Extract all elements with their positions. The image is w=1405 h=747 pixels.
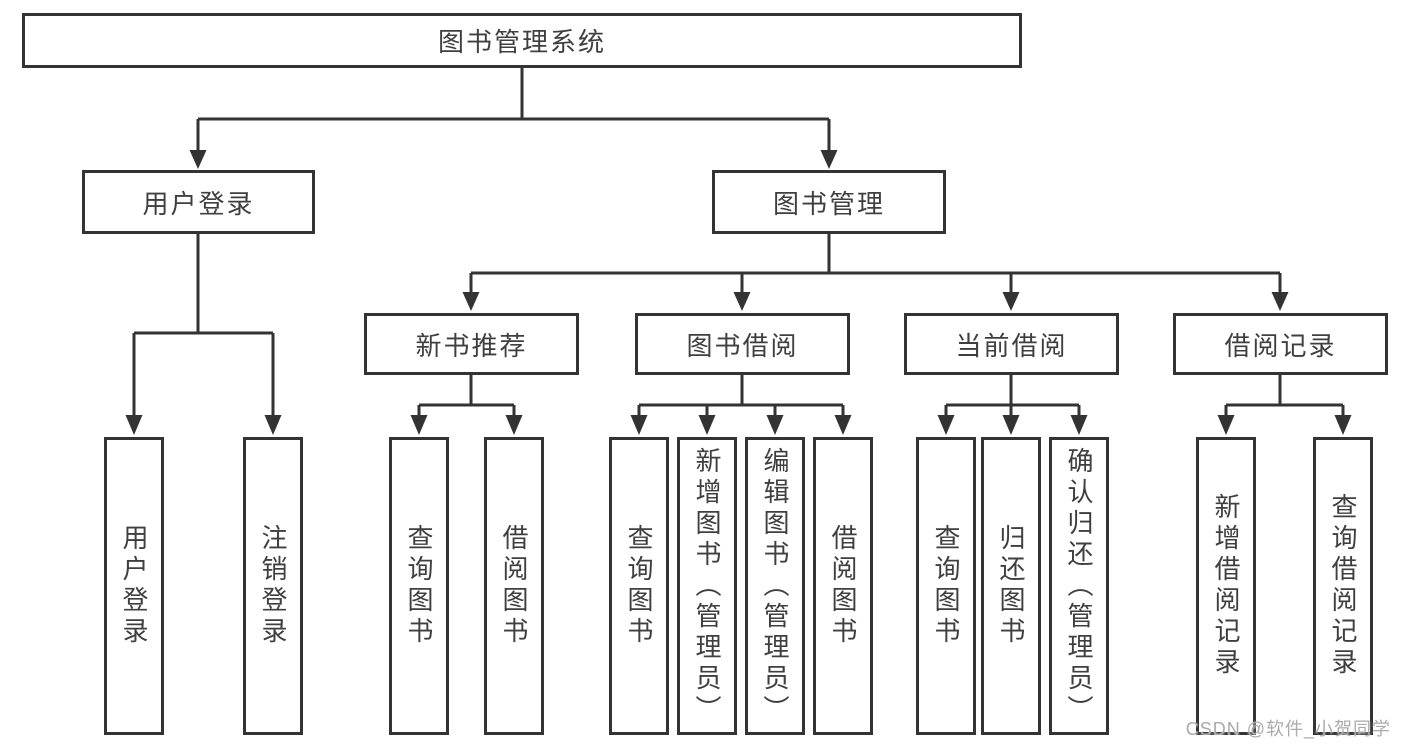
leaf-label: 用户登录 xyxy=(119,524,149,648)
connector-borrow-records-branch xyxy=(1224,375,1345,417)
leaf-borrow-books: 借阅图书 xyxy=(813,437,873,735)
leaf-query-books-recommend: 查询图书 xyxy=(389,437,449,735)
arrowheads-level3 xyxy=(462,292,1289,311)
arrowheads-user-login-branch xyxy=(125,415,282,435)
connector-user-login-branch xyxy=(132,234,275,417)
leaf-logout: 注销登录 xyxy=(243,437,303,735)
leaf-user-login: 用户登录 xyxy=(104,437,164,735)
leaf-confirm-return-admin: 确认归还（管理员） xyxy=(1049,437,1109,735)
node-label: 图书管理系统 xyxy=(437,27,606,57)
leaf-add-borrow-record: 新增借阅记录 xyxy=(1196,437,1256,735)
leaf-label: 查询图书 xyxy=(931,524,961,648)
node-user-login: 用户登录 xyxy=(82,170,315,234)
leaf-label: 查询图书 xyxy=(404,524,434,648)
leaf-label: 借阅图书 xyxy=(828,524,858,648)
leaf-label: 新增借阅记录 xyxy=(1211,493,1241,679)
arrowheads-level2 xyxy=(189,150,838,169)
leaf-label: 查询借阅记录 xyxy=(1328,493,1358,679)
leaf-borrow-books-recommend: 借阅图书 xyxy=(484,437,544,735)
connector-book-borrow-branch xyxy=(637,375,845,417)
leaf-label: 借阅图书 xyxy=(499,524,529,648)
connector-current-borrow-branch xyxy=(944,375,1081,417)
node-label: 新书推荐 xyxy=(415,330,528,361)
node-book-borrow: 图书借阅 xyxy=(635,313,850,375)
leaf-add-book-admin: 新增图书（管理员） xyxy=(677,437,737,735)
leaf-label: 编辑图书（管理员） xyxy=(760,446,790,726)
node-label: 图书借阅 xyxy=(686,330,799,361)
node-new-book-recommend: 新书推荐 xyxy=(364,313,579,375)
node-label: 当前借阅 xyxy=(955,330,1068,361)
leaf-label: 注销登录 xyxy=(258,524,288,648)
leaf-query-borrow-record: 查询借阅记录 xyxy=(1313,437,1373,735)
node-label: 借阅记录 xyxy=(1224,330,1337,361)
connector-new-book-branch xyxy=(417,375,516,417)
leaf-label: 查询图书 xyxy=(624,524,654,648)
connector-root-to-level2 xyxy=(196,68,831,152)
leaf-label: 确认归还（管理员） xyxy=(1064,446,1094,726)
node-borrow-records: 借阅记录 xyxy=(1173,313,1388,375)
leaf-query-books-current: 查询图书 xyxy=(916,437,976,735)
leaf-label: 归还图书 xyxy=(996,524,1026,648)
node-label: 图书管理 xyxy=(772,188,885,219)
leaf-return-book: 归还图书 xyxy=(981,437,1041,735)
node-current-borrow: 当前借阅 xyxy=(904,313,1119,375)
connector-book-management-to-level3 xyxy=(469,234,1282,294)
node-book-management: 图书管理 xyxy=(712,170,946,234)
leaf-query-books-borrow: 查询图书 xyxy=(609,437,669,735)
leaf-label: 新增图书（管理员） xyxy=(692,446,722,726)
node-label: 用户登录 xyxy=(142,188,255,219)
arrowheads-leaves xyxy=(410,415,1352,435)
node-library-management-system: 图书管理系统 xyxy=(22,13,1022,68)
watermark: CSDN @软件_小贺同学 xyxy=(1185,719,1391,739)
leaf-edit-book-admin: 编辑图书（管理员） xyxy=(745,437,805,735)
